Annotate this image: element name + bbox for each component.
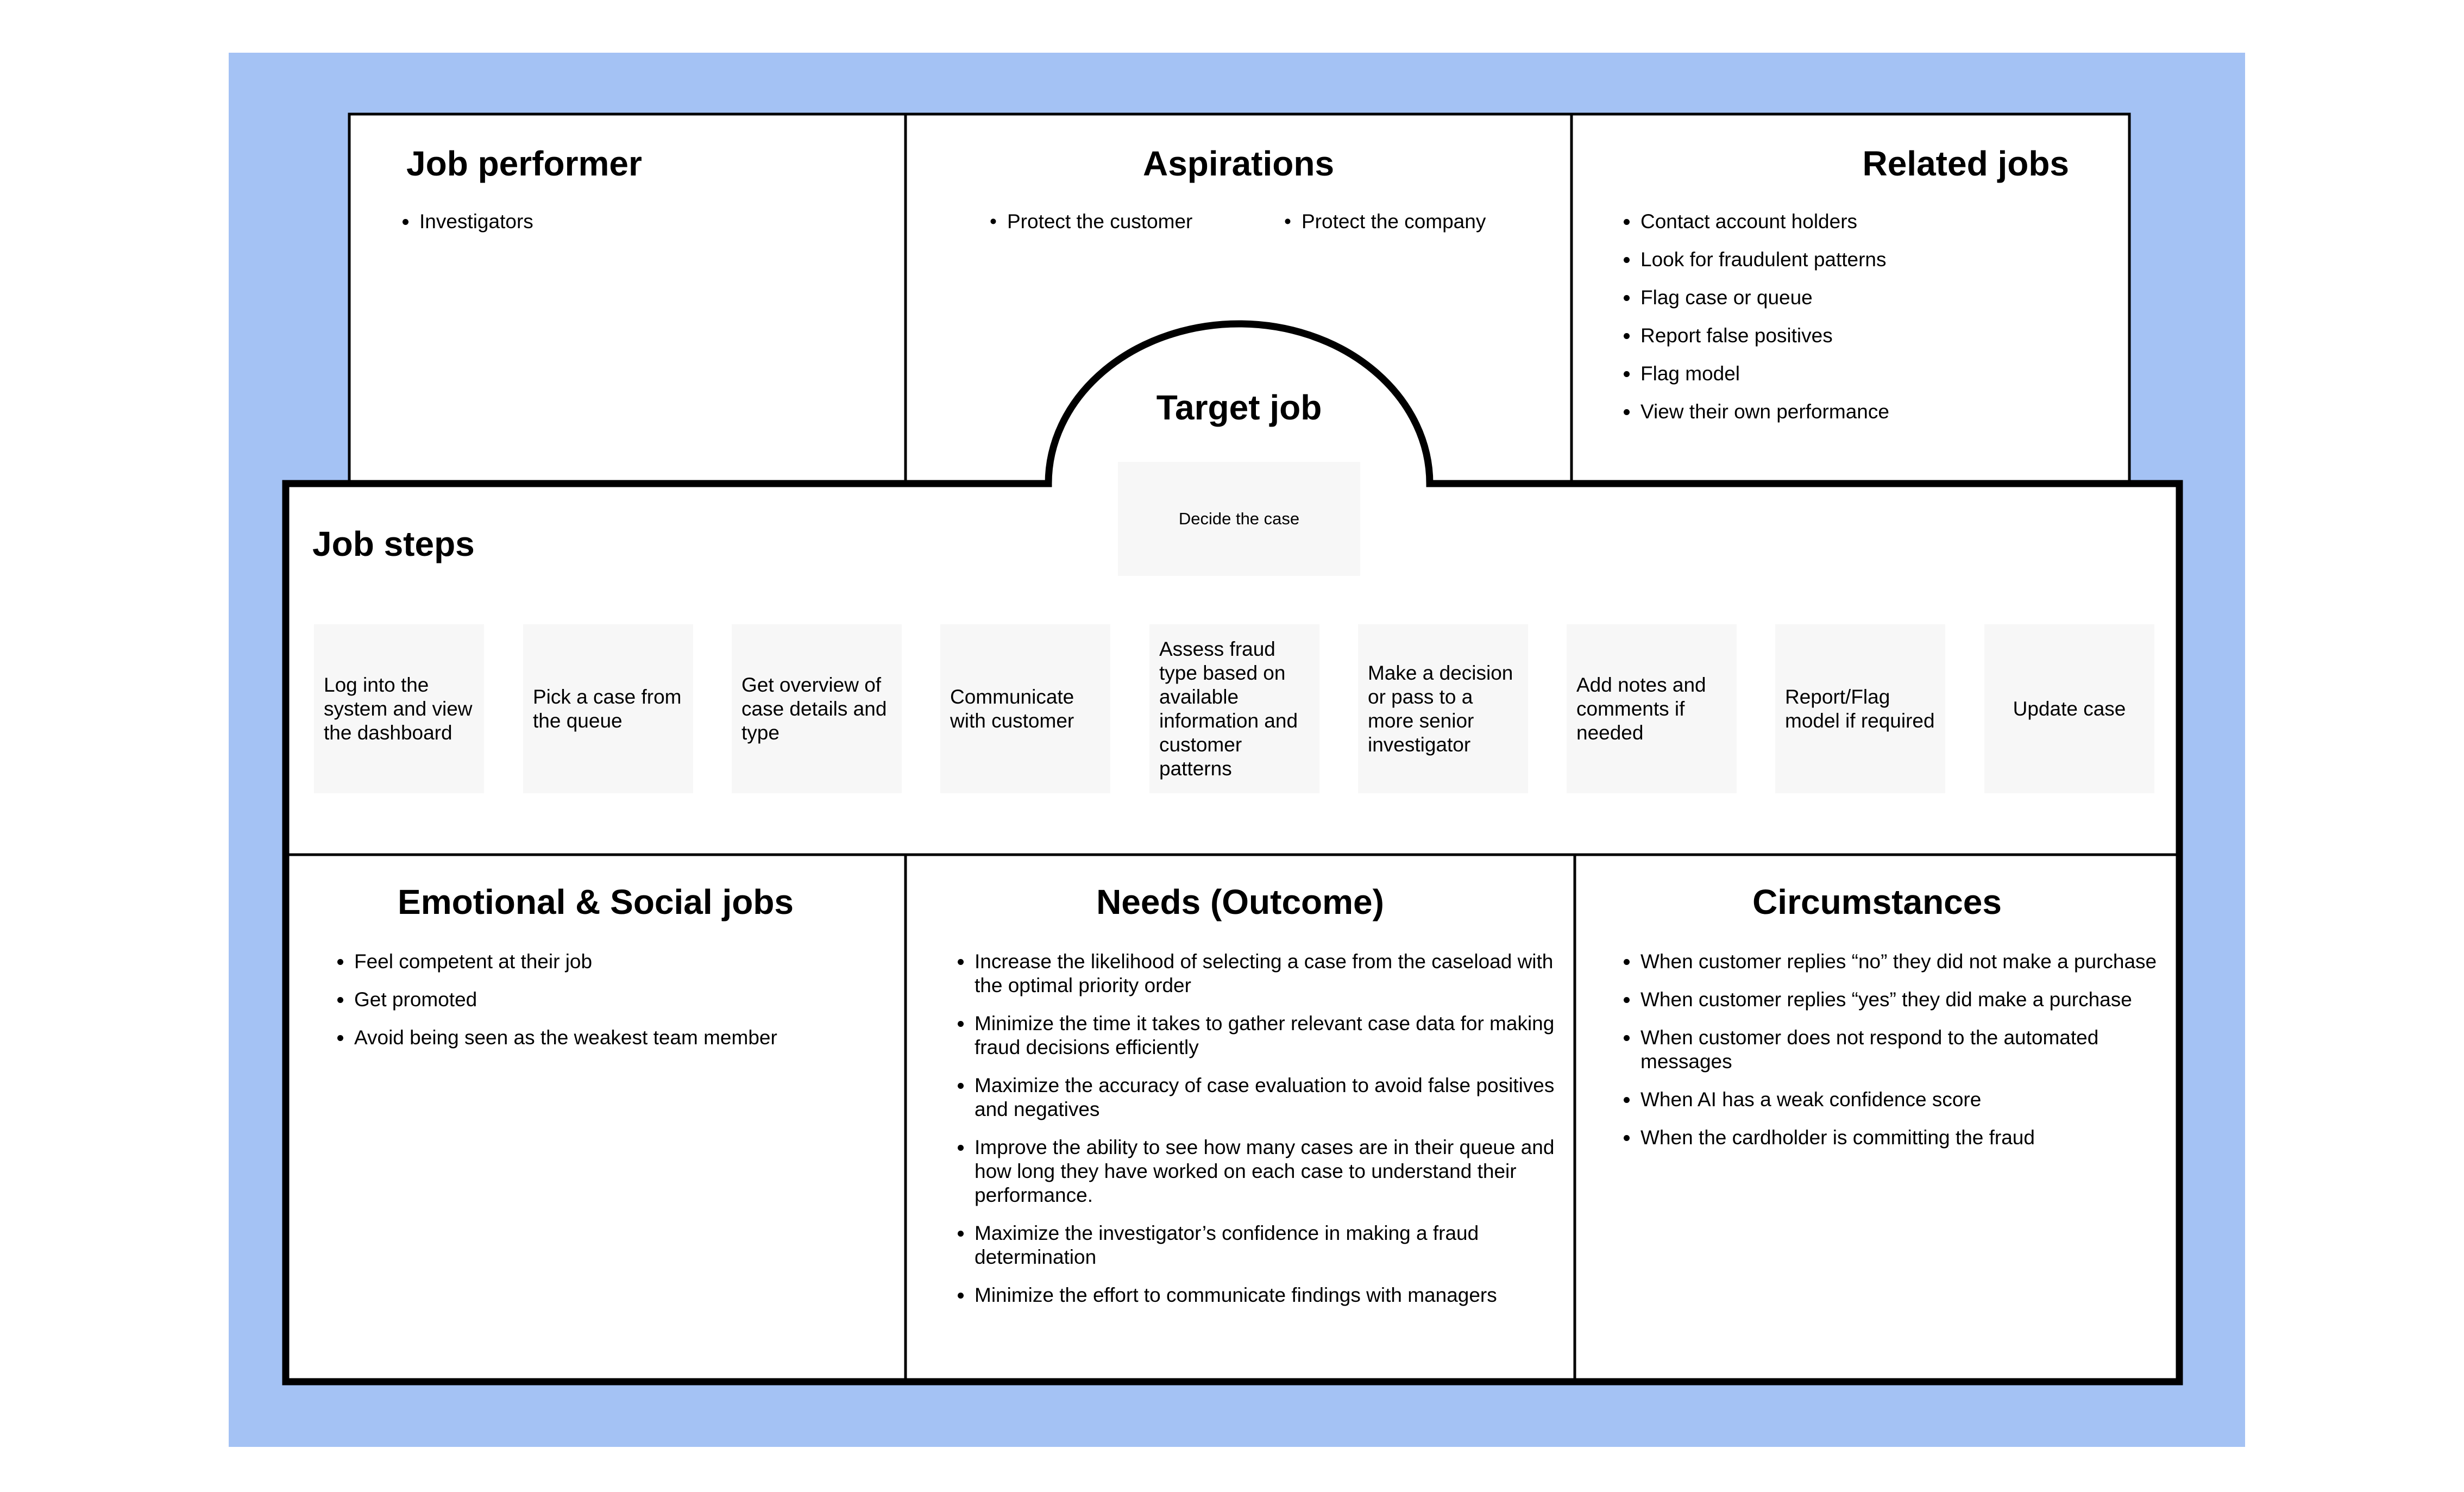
list-item: Get promoted <box>353 988 896 1012</box>
related-jobs-title: Related jobs <box>1862 144 2069 183</box>
circumstances-title: Circumstances <box>1752 882 2002 921</box>
list-item: Report false positives <box>1639 324 2117 348</box>
job-step-text: Get overview of case details and type <box>741 673 887 744</box>
job-step-card: Get overview of case details and type <box>732 624 902 793</box>
job-step-text: Communicate with customer <box>950 685 1074 732</box>
list-item: Maximize the investigator’s confidence i… <box>973 1221 1566 1269</box>
list-item: When customer replies “no” they did not … <box>1639 950 2188 974</box>
job-step-text: Assess fraud type based on available inf… <box>1159 637 1298 780</box>
job-step-card: Communicate with customer <box>940 624 1110 793</box>
job-step-card: Update case <box>1984 624 2154 793</box>
job-step-card: Make a decision or pass to a more senior… <box>1358 624 1528 793</box>
list-item: Look for fraudulent patterns <box>1639 248 2117 272</box>
list-item: Feel competent at their job <box>353 950 896 974</box>
circumstances-list: When customer replies “no” they did not … <box>1622 950 2188 1164</box>
job-step-card: Pick a case from the queue <box>523 624 693 793</box>
list-item: Improve the ability to see how many case… <box>973 1136 1566 1207</box>
job-step-text: Make a decision or pass to a more senior… <box>1368 661 1513 756</box>
emotional-social-title: Emotional & Social jobs <box>398 882 794 921</box>
job-step-text: Add notes and comments if needed <box>1576 673 1706 744</box>
aspirations-title: Aspirations <box>1142 144 1335 183</box>
list-item: When customer replies “yes” they did mak… <box>1639 988 2188 1012</box>
target-job-card-text: Decide the case <box>1178 509 1300 528</box>
list-item: Flag model <box>1639 362 2117 386</box>
list-item: When the cardholder is committing the fr… <box>1639 1126 2188 1150</box>
job-step-card: Report/Flag model if required <box>1775 624 1945 793</box>
target-job-card: Decide the case <box>1118 462 1360 576</box>
list-item: Investigators <box>418 210 885 234</box>
job-performer-list: Investigators <box>401 210 885 248</box>
emotional-social-list: Feel competent at their job Get promoted… <box>336 950 896 1064</box>
related-jobs-list: Contact account holders Look for fraudul… <box>1622 210 2117 438</box>
list-item: Minimize the effort to communicate findi… <box>973 1283 1566 1307</box>
list-item: When customer does not respond to the au… <box>1639 1026 2188 1074</box>
job-step-text: Pick a case from the queue <box>533 685 682 732</box>
list-item: View their own performance <box>1639 400 2117 424</box>
list-item: When AI has a weak confidence score <box>1639 1088 2188 1112</box>
list-item: Protect the company <box>1284 210 1486 234</box>
target-job-title: Target job <box>1156 388 1322 427</box>
job-step-card: Log into the system and view the dashboa… <box>314 624 484 793</box>
aspirations-list: Protect the customer Protect the company <box>990 210 1506 234</box>
job-step-card: Assess fraud type based on available inf… <box>1149 624 1319 793</box>
job-step-card: Add notes and comments if needed <box>1567 624 1737 793</box>
needs-title: Needs (Outcome) <box>1096 882 1384 921</box>
list-item: Contact account holders <box>1639 210 2117 234</box>
job-step-text: Report/Flag model if required <box>1785 685 1935 732</box>
job-step-text: Update case <box>2013 697 2126 720</box>
list-item: Maximize the accuracy of case evaluation… <box>973 1074 1566 1121</box>
job-performer-title: Job performer <box>406 144 642 183</box>
list-item: Increase the likelihood of selecting a c… <box>973 950 1566 998</box>
list-item: Protect the customer <box>990 210 1284 234</box>
needs-list: Increase the likelihood of selecting a c… <box>956 950 1566 1321</box>
list-item: Minimize the time it takes to gather rel… <box>973 1012 1566 1060</box>
list-item: Flag case or queue <box>1639 286 2117 310</box>
job-step-text: Log into the system and view the dashboa… <box>324 673 473 744</box>
list-item: Avoid being seen as the weakest team mem… <box>353 1026 896 1050</box>
job-steps-title: Job steps <box>312 524 475 563</box>
